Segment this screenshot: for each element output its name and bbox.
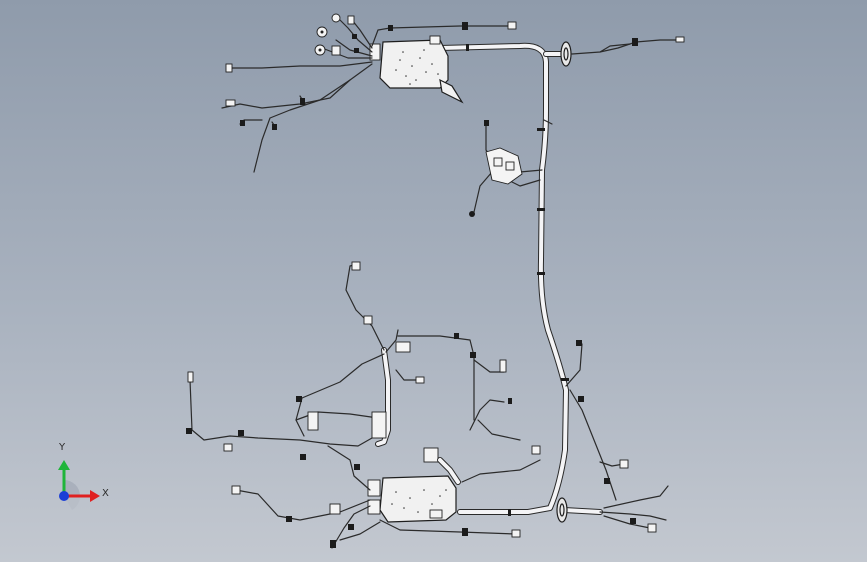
x-axis-label: X xyxy=(102,488,109,499)
center-left-connectors[interactable] xyxy=(186,261,541,463)
upper-grommet xyxy=(560,41,572,67)
coordinate-triad xyxy=(58,460,100,510)
center-left-branches xyxy=(189,263,521,447)
lower-branches xyxy=(235,445,541,549)
upper-right-connectors[interactable] xyxy=(632,36,685,46)
lower-grommet xyxy=(556,497,568,523)
upper-right-branch xyxy=(571,39,681,55)
main-trunk-bundle xyxy=(437,42,603,515)
upper-left-connectors[interactable] xyxy=(225,13,517,130)
z-axis-dot xyxy=(59,491,69,501)
upper-left-branches xyxy=(221,19,511,173)
lower-connectors[interactable] xyxy=(231,464,521,548)
tape-bands xyxy=(466,44,569,516)
lower-right-connectors[interactable] xyxy=(576,340,657,533)
upper-control-module[interactable] xyxy=(369,35,464,104)
relay-bracket[interactable] xyxy=(469,120,523,217)
y-axis-label: Y xyxy=(59,442,66,453)
lower-control-module[interactable] xyxy=(367,475,457,523)
lower-right-branches xyxy=(565,343,669,529)
